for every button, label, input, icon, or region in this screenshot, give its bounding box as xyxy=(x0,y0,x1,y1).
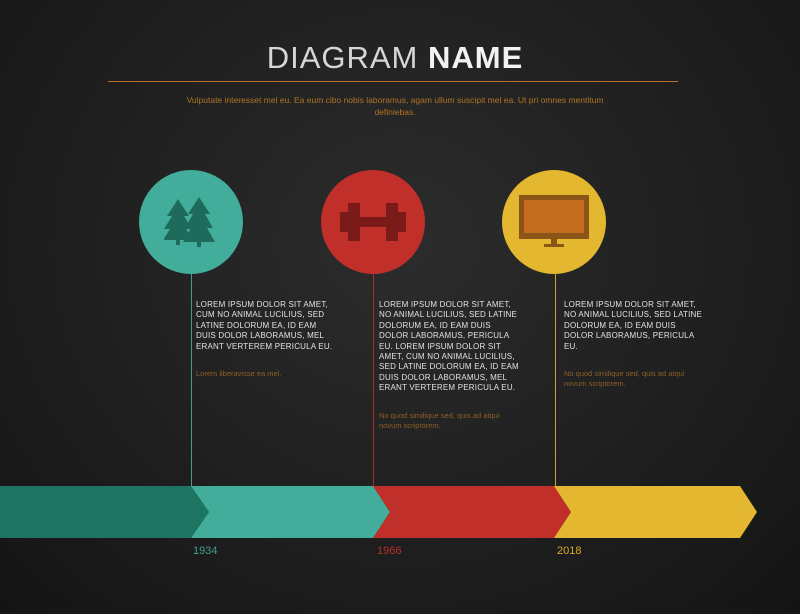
title-bold: NAME xyxy=(428,40,524,75)
diagram-subtitle: Vulputate interesset mel eu. Ea eum cibo… xyxy=(186,95,604,117)
year-label-2: 1966 xyxy=(377,545,402,557)
timeline-segment-red xyxy=(373,486,571,538)
milestone-2-body: LOREM IPSUM DOLOR SIT AMET, NO ANIMAL LU… xyxy=(379,300,519,393)
year-label-1: 1934 xyxy=(193,545,218,557)
timeline-arrow xyxy=(0,486,757,538)
milestone-1-text: LOREM IPSUM DOLOR SIT AMET, CUM NO ANIMA… xyxy=(196,300,336,379)
dumbbell-icon xyxy=(340,203,406,241)
timeline-segment-yellow xyxy=(554,486,757,538)
milestone-3-text: LOREM IPSUM DOLOR SIT AMET, NO ANIMAL LU… xyxy=(564,300,704,389)
timeline-segment-teal xyxy=(191,486,390,538)
milestone-1-circle xyxy=(139,170,243,274)
milestone-2-note: No quod similique sed, quis ad atqui nov… xyxy=(379,410,500,430)
milestone-3-body: LOREM IPSUM DOLOR SIT AMET, NO ANIMAL LU… xyxy=(564,300,703,351)
milestone-1-body: LOREM IPSUM DOLOR SIT AMET, CUM NO ANIMA… xyxy=(196,300,333,351)
trees-icon xyxy=(164,197,215,247)
diagram-title: DIAGRAM NAME xyxy=(0,40,790,76)
monitor-icon xyxy=(519,195,589,247)
milestone-3-circle xyxy=(502,170,606,274)
milestone-2-circle xyxy=(321,170,425,274)
milestone-1-note: Lorem liberavisse ea mel. xyxy=(196,369,282,379)
title-light: DIAGRAM xyxy=(266,40,419,75)
timeline-segment-dark-teal xyxy=(0,486,209,538)
title-divider xyxy=(108,81,678,82)
milestone-2-connector xyxy=(373,274,374,488)
year-label-3: 2018 xyxy=(557,545,582,557)
milestone-3-note: No quod similique sed, quis ad atqui nov… xyxy=(564,369,685,389)
milestone-2-text: LOREM IPSUM DOLOR SIT AMET, NO ANIMAL LU… xyxy=(379,300,519,431)
milestone-3-connector xyxy=(555,274,556,488)
milestone-1-connector xyxy=(191,274,192,488)
